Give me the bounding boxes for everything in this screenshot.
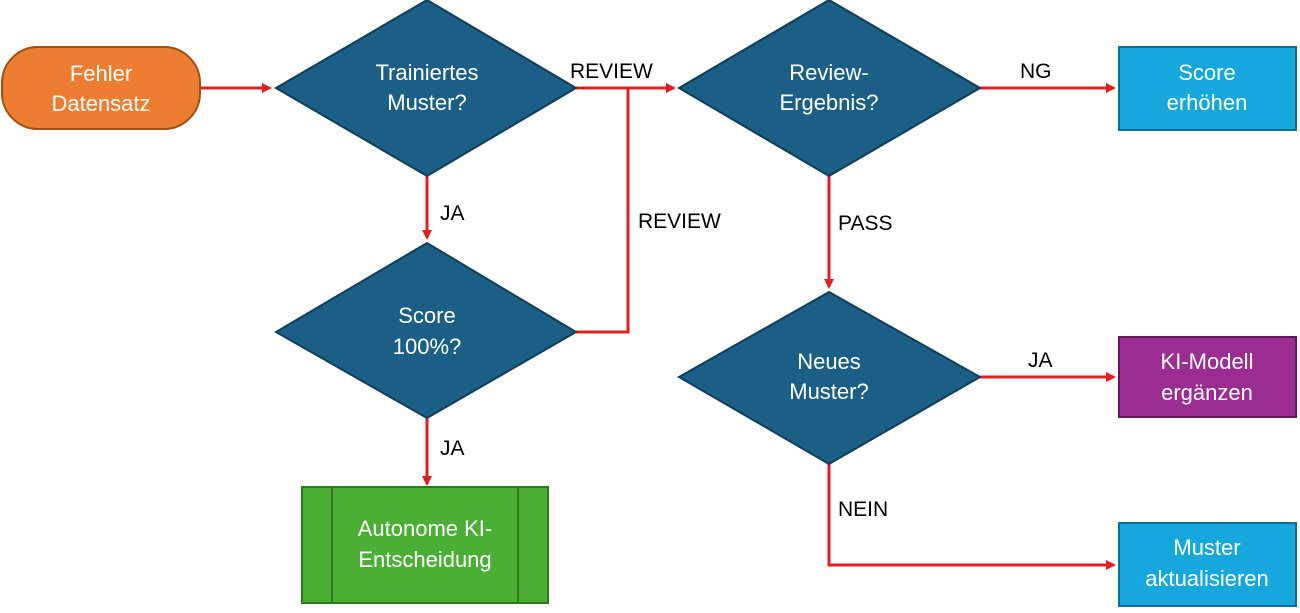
process-score-raise: Score erhöhen	[1118, 46, 1297, 131]
process-score-raise-line-1: Score	[1178, 60, 1235, 85]
edge-label-ng: NG	[1020, 60, 1052, 83]
decision-trained-pattern-line-2: Muster?	[387, 90, 466, 115]
edge-label-ja-1: JA	[440, 202, 465, 225]
process-autonomous-decision: Autonome KI- Entscheidung	[301, 486, 549, 604]
process-ki-model-line-1: KI-Modell	[1161, 349, 1254, 374]
edge-label-ja-2: JA	[1028, 349, 1053, 372]
decision-new-pattern: Neues Muster?	[676, 290, 983, 466]
edge-new-to-update	[827, 464, 1116, 570]
edges	[200, 83, 1116, 570]
decision-new-pattern-line-2: Muster?	[789, 379, 868, 404]
decision-trained-pattern-line-1: Trainiertes	[375, 60, 478, 85]
edge-label-review-top: REVIEW	[570, 60, 653, 83]
process-ki-model-line-2: ergänzen	[1161, 380, 1253, 405]
process-update-pattern-line-1: Muster	[1173, 535, 1240, 560]
decision-score-100-line-2: 100%?	[393, 334, 462, 359]
process-autonomous-line-2: Entscheidung	[358, 547, 491, 572]
process-ki-model: KI-Modell ergänzen	[1118, 336, 1297, 418]
edge-labels: REVIEW NG JA REVIEW PASS JA JA NEIN	[440, 60, 1053, 521]
decision-score-100-line-1: Score	[398, 303, 455, 328]
decision-review-result-line-2: Ergebnis?	[779, 90, 878, 115]
edge-label-nein: NEIN	[838, 498, 888, 521]
edge-score-to-review	[576, 88, 630, 334]
decision-trained-pattern: Trainiertes Muster?	[274, 0, 578, 178]
edge-label-ja-3: JA	[440, 437, 465, 460]
start-node-line-1: Fehler	[70, 61, 132, 86]
process-update-pattern-line-2: aktualisieren	[1145, 566, 1269, 591]
decision-score-100: Score 100%?	[274, 241, 578, 420]
process-autonomous-line-1: Autonome KI-	[358, 516, 493, 541]
edge-label-review-side: REVIEW	[638, 210, 721, 233]
start-node: Fehler Datensatz	[1, 46, 201, 130]
process-score-raise-line-2: erhöhen	[1167, 90, 1248, 115]
decision-review-result: Review- Ergebnis?	[677, 0, 982, 178]
decision-new-pattern-line-1: Neues	[797, 349, 861, 374]
start-node-line-2: Datensatz	[51, 91, 150, 116]
decision-review-result-line-1: Review-	[789, 60, 868, 85]
process-update-pattern: Muster aktualisieren	[1118, 522, 1297, 607]
edge-label-pass: PASS	[838, 212, 892, 235]
